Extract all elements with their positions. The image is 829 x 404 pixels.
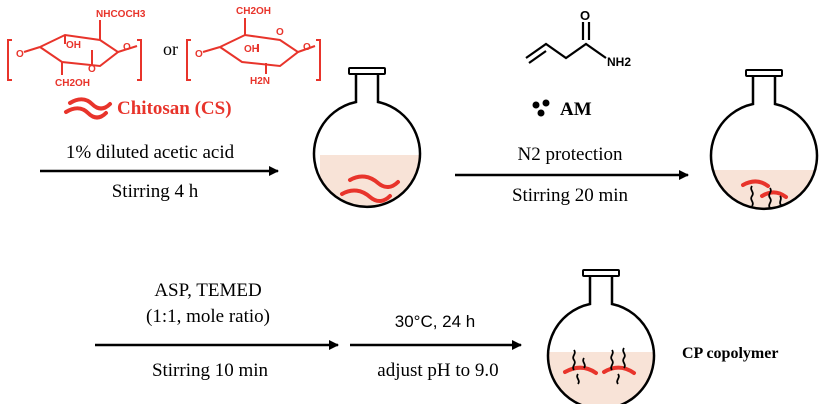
left-bracket-open bbox=[7, 39, 12, 81]
flask-3 bbox=[546, 269, 656, 404]
acrylamide-structure bbox=[525, 22, 607, 64]
chitosan-legend-icon bbox=[64, 97, 112, 120]
acrylamide-oxygen: O bbox=[580, 8, 590, 23]
am-label: AM bbox=[560, 99, 592, 120]
flask-1 bbox=[312, 67, 422, 209]
chitosan-label: Chitosan (CS) bbox=[117, 98, 232, 119]
am-legend-icon bbox=[532, 99, 550, 117]
chitin-unit-structure bbox=[7, 20, 142, 81]
h2n-label: H2N bbox=[250, 76, 270, 87]
oh-label: OH bbox=[66, 40, 81, 51]
arrow4-bottom-text: adjust pH to 9.0 bbox=[377, 360, 498, 381]
left-oxygen-2: O bbox=[195, 49, 203, 60]
arrow3-bottom-text: Stirring 10 min bbox=[152, 360, 269, 381]
flask-3-chitosan bbox=[563, 365, 636, 375]
flask-2-chitosan bbox=[741, 179, 788, 199]
flask-2 bbox=[709, 69, 819, 211]
arrow1-bottom-text: Stirring 4 h bbox=[112, 181, 199, 202]
product-label: CP copolymer bbox=[682, 345, 778, 362]
arrow1-top-text: 1% diluted acetic acid bbox=[66, 142, 235, 163]
flask-1-chitosan bbox=[340, 174, 400, 203]
flask-3-solution bbox=[548, 352, 654, 404]
nhcoch3-label: NHCOCH3 bbox=[96, 9, 146, 20]
flask-3-graft-chains bbox=[572, 347, 626, 385]
arrow2-top-text: N2 protection bbox=[517, 144, 623, 165]
glucosamine-unit-structure bbox=[186, 18, 321, 81]
right-oxygen-2: O bbox=[303, 42, 311, 53]
acrylamide-nh2: NH2 bbox=[607, 55, 631, 69]
right-bracket-close bbox=[316, 39, 321, 81]
right-bracket-open bbox=[186, 39, 191, 81]
oh-label-2: OH bbox=[244, 44, 259, 55]
ch2oh-label-2: CH2OH bbox=[236, 6, 271, 17]
arrow2-bottom-text: Stirring 20 min bbox=[512, 185, 629, 206]
left-oxygen: O bbox=[16, 49, 24, 60]
left-bracket-close bbox=[137, 39, 142, 81]
arrow4-top-text: 30°C, 24 h bbox=[395, 312, 476, 331]
right-oxygen: O bbox=[123, 42, 131, 53]
flask-2-acrylamide-chains bbox=[750, 185, 782, 209]
arrow3-top-text-2: (1:1, mole ratio) bbox=[146, 306, 270, 327]
ch2oh-label: CH2OH bbox=[55, 78, 90, 89]
ring-oxygen: O bbox=[88, 64, 96, 75]
or-text: or bbox=[163, 39, 178, 59]
ring-oxygen-2: O bbox=[276, 27, 284, 38]
arrow3-top-text-1: ASP, TEMED bbox=[154, 280, 261, 301]
